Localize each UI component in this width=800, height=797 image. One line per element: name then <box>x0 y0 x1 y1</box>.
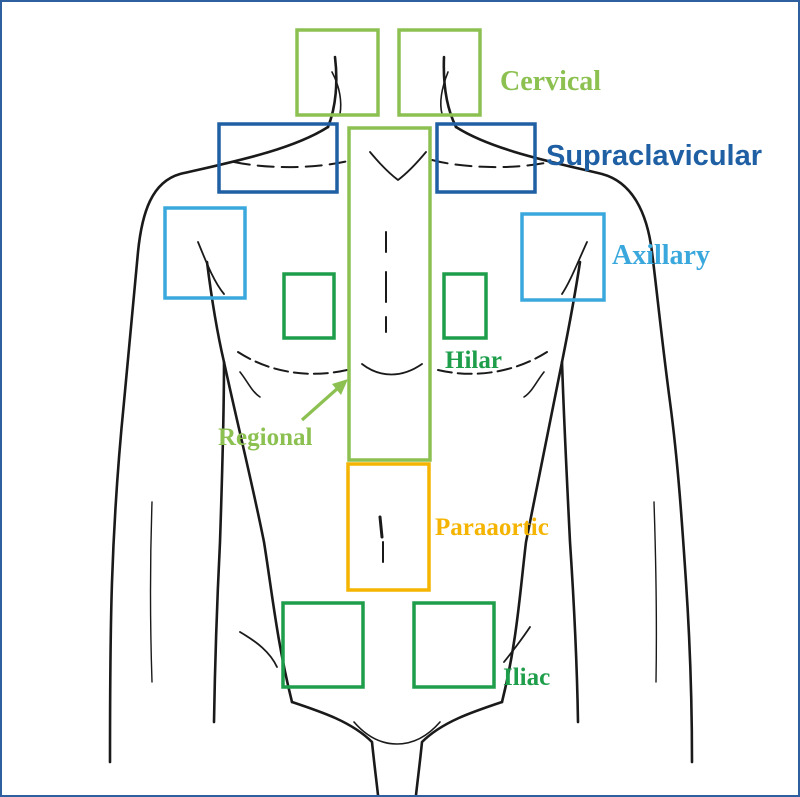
regional-arrow <box>300 379 348 422</box>
cervical-box-right <box>397 28 482 117</box>
iliac-box-left <box>281 601 365 689</box>
label-iliac: Iliac <box>503 664 550 691</box>
label-cervical: Cervical <box>500 66 601 97</box>
regional-box <box>347 126 432 462</box>
iliac-box-right <box>412 601 496 689</box>
label-supraclavicular: Supraclavicular <box>546 140 762 172</box>
label-axillary: Axillary <box>612 240 710 271</box>
hilar-box-left <box>282 272 336 340</box>
supraclavicular-box-right <box>435 122 537 194</box>
label-regional: Regional <box>218 424 313 451</box>
axillary-box-right <box>520 212 606 302</box>
label-paraaortic: Paraaortic <box>435 514 549 541</box>
paraaortic-box <box>346 462 431 592</box>
cervical-box-left <box>295 28 380 117</box>
label-hilar: Hilar <box>445 347 502 374</box>
body-outline <box>108 55 694 795</box>
axillary-box-left <box>163 206 247 300</box>
hilar-box-right <box>442 272 488 340</box>
supraclavicular-box-left <box>217 122 339 194</box>
